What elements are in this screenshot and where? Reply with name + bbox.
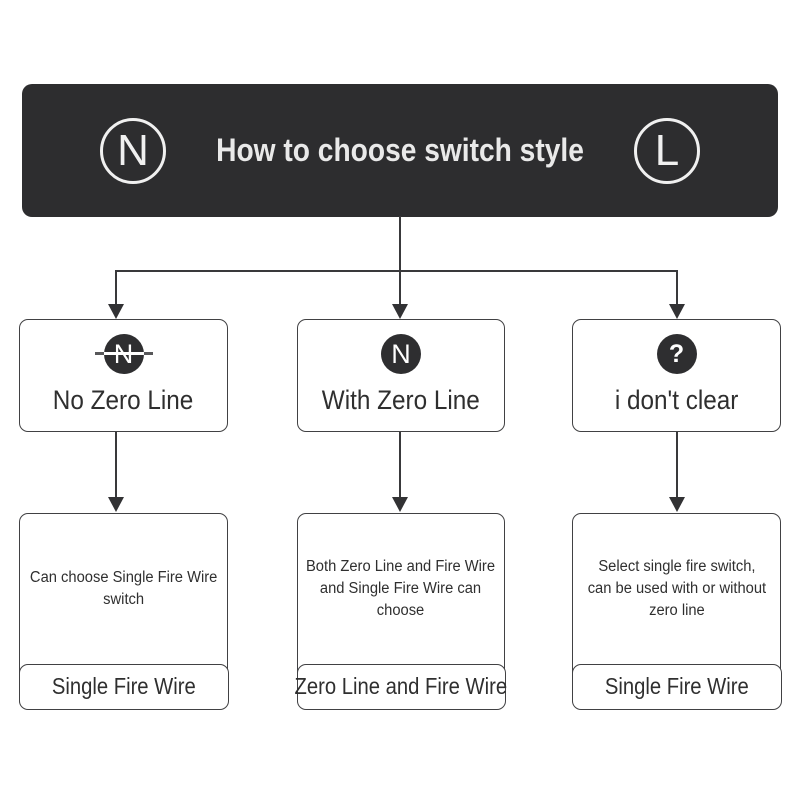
result-description: Select single fire switch, can be used w… [587, 556, 765, 622]
result-footer: Single Fire Wire [571, 663, 782, 710]
decision-box-with-zero-line: N With Zero Line [297, 319, 505, 432]
description-line: and Single Fire Wire can [320, 579, 482, 597]
result-description-area: Both Zero Line and Fire Wire and Single … [298, 514, 504, 663]
result-description-area: Select single fire switch, can be used w… [573, 514, 780, 663]
connector-drop-right [676, 270, 678, 305]
icon-letter: ? [668, 339, 685, 368]
neutral-wire-badge-letter: N [117, 125, 149, 175]
decision-label: With Zero Line [321, 385, 481, 415]
description-line: switch [103, 590, 144, 608]
arrowhead-right-icon [669, 304, 685, 319]
description-line: Both Zero Line and Fire Wire [306, 557, 496, 575]
question-circle: ? [656, 334, 697, 374]
result-label: Single Fire Wire [51, 673, 196, 699]
icon-letter: N [391, 338, 411, 369]
result-box-no-zero-line: Can choose Single Fire Wire switch Singl… [18, 513, 229, 710]
decision-box-not-sure: ? i don't clear [572, 319, 781, 432]
strikethrough-line-inner [103, 352, 144, 355]
arrowhead-center-icon [392, 304, 408, 319]
neutral-wire-badge: N [100, 117, 166, 184]
arrowhead-left-icon [108, 304, 124, 319]
connector-left-2 [115, 432, 117, 497]
zero-line-icon: N [372, 334, 430, 374]
description-line: Can choose Single Fire Wire [29, 568, 218, 586]
live-wire-badge-letter: L [654, 125, 680, 175]
connector-stem [399, 216, 401, 270]
connector-drop-left [115, 270, 117, 305]
result-box-not-sure: Select single fire switch, can be used w… [571, 513, 782, 710]
description-line: zero line [648, 601, 705, 619]
result-label: Zero Line and Fire Wire [294, 673, 508, 699]
no-zero-line-icon: N [94, 334, 153, 374]
live-wire-badge: L [634, 117, 700, 184]
description-line: can be used with or without [587, 579, 766, 597]
result-footer: Zero Line and Fire Wire [294, 663, 508, 710]
description-line: choose [377, 601, 425, 619]
result-description-area: Can choose Single Fire Wire switch [20, 514, 227, 663]
arrowhead-center-2-icon [392, 497, 408, 512]
result-description: Can choose Single Fire Wire switch [30, 567, 217, 611]
decision-label: No Zero Line [53, 385, 194, 415]
header-banner: N How to choose switch style L [22, 84, 778, 217]
result-box-with-zero-line: Both Zero Line and Fire Wire and Single … [294, 513, 508, 710]
connector-center-2 [399, 432, 401, 497]
result-description: Both Zero Line and Fire Wire and Single … [306, 556, 495, 622]
connector-right-2 [676, 432, 678, 497]
decision-box-no-zero-line: N No Zero Line [19, 319, 228, 432]
connector-drop-center [399, 270, 401, 305]
n-letter-circle: N [381, 334, 421, 374]
arrowhead-right-2-icon [669, 497, 685, 512]
arrowhead-left-2-icon [108, 497, 124, 512]
result-label: Single Fire Wire [604, 673, 749, 699]
question-icon: ? [648, 334, 706, 374]
page-title: How to choose switch style [216, 131, 584, 168]
description-line: Select single fire switch, [597, 557, 756, 575]
connector-branch [115, 270, 678, 272]
decision-label: i don't clear [614, 385, 739, 415]
result-footer: Single Fire Wire [18, 663, 229, 710]
